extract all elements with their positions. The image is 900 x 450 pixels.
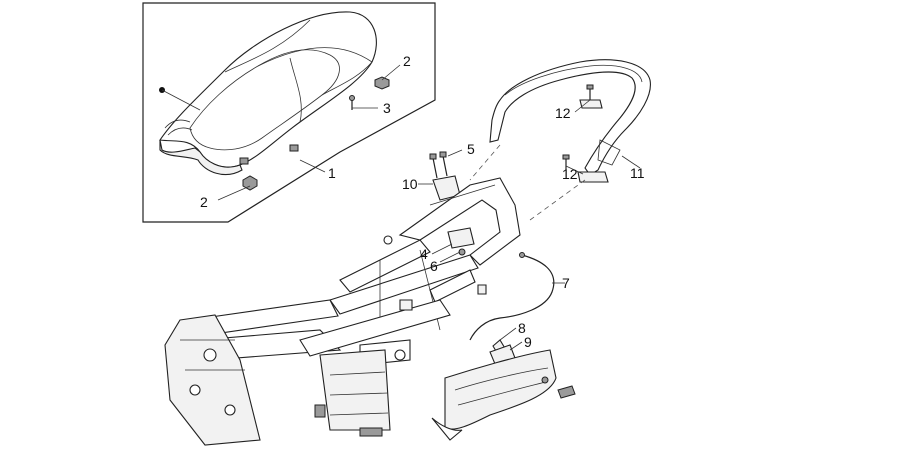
grab-rail-part — [489, 59, 651, 183]
callout-2-lower: 2 — [200, 194, 208, 210]
latch-bolts — [429, 151, 448, 179]
rail-bolt-lower — [562, 154, 570, 170]
callout-6: 6 — [430, 258, 438, 274]
callout-5: 5 — [467, 141, 475, 157]
callout-3: 3 — [383, 100, 391, 116]
callout-12-upper: 12 — [555, 105, 571, 121]
side-cover-part — [431, 349, 557, 441]
callout-2-upper: 2 — [403, 53, 411, 69]
callout-7: 7 — [562, 275, 570, 291]
callout-12-lower: 12 — [562, 166, 578, 182]
callout-11: 11 — [630, 165, 645, 181]
callout-1: 1 — [328, 165, 336, 181]
seat-assembly-frame — [142, 2, 436, 223]
callout-4: 4 — [420, 246, 428, 262]
callout-8: 8 — [518, 320, 526, 336]
seat-nut-lower — [242, 175, 258, 191]
seat-nut-upper — [374, 76, 390, 90]
frame-part — [164, 177, 521, 446]
seat-latch — [447, 227, 475, 256]
cover-fastener — [557, 385, 576, 399]
rail-bolt-upper — [586, 84, 594, 100]
seat-part — [159, 11, 377, 175]
release-cable — [469, 252, 555, 341]
callout-9: 9 — [524, 334, 532, 350]
callout-10: 10 — [402, 176, 418, 192]
